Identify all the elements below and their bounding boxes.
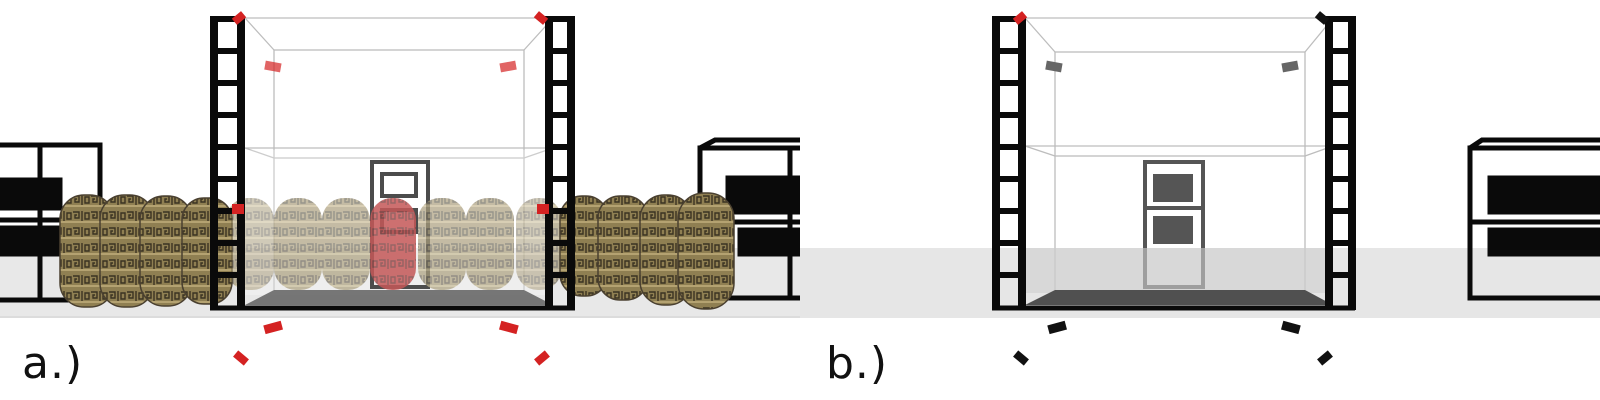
ladder-left-b [992,16,1026,310]
panel-label-a: a.) [22,338,84,389]
camera-marker [533,11,549,25]
camera-marker [1281,320,1301,335]
panel-a-scene [0,11,800,366]
camera-marker [499,320,519,335]
camera-marker [1013,350,1029,366]
panel-b-scene [800,11,1600,366]
ladder-right-a [545,16,575,310]
ladder-right-b [1325,16,1356,310]
camera-marker [537,204,549,214]
centre-shelf-b [1143,160,1205,289]
camera-marker [1317,350,1333,366]
camera-marker [264,60,282,73]
camera-markers-a [231,11,550,366]
camera-marker [233,350,249,366]
panel-label-b: b.) [826,338,889,389]
shelf-right-b [1467,137,1600,301]
enclosure-floor-b [1025,290,1333,305]
camera-marker [1314,11,1330,25]
camera-marker [232,204,244,214]
camera-marker [1045,60,1063,73]
camera-marker [263,320,283,335]
enclosure-floor-a [245,290,553,305]
camera-marker [1281,60,1299,73]
ladder-left-a [210,16,245,310]
camera-marker [1047,320,1067,335]
camera-marker [231,11,247,25]
prayer-wheels-a [59,192,735,310]
camera-marker [1012,11,1028,25]
panel-a [0,11,800,366]
camera-marker [534,350,550,366]
camera-marker [499,60,517,73]
glass-front-a [245,150,553,295]
panel-b [800,0,1600,400]
